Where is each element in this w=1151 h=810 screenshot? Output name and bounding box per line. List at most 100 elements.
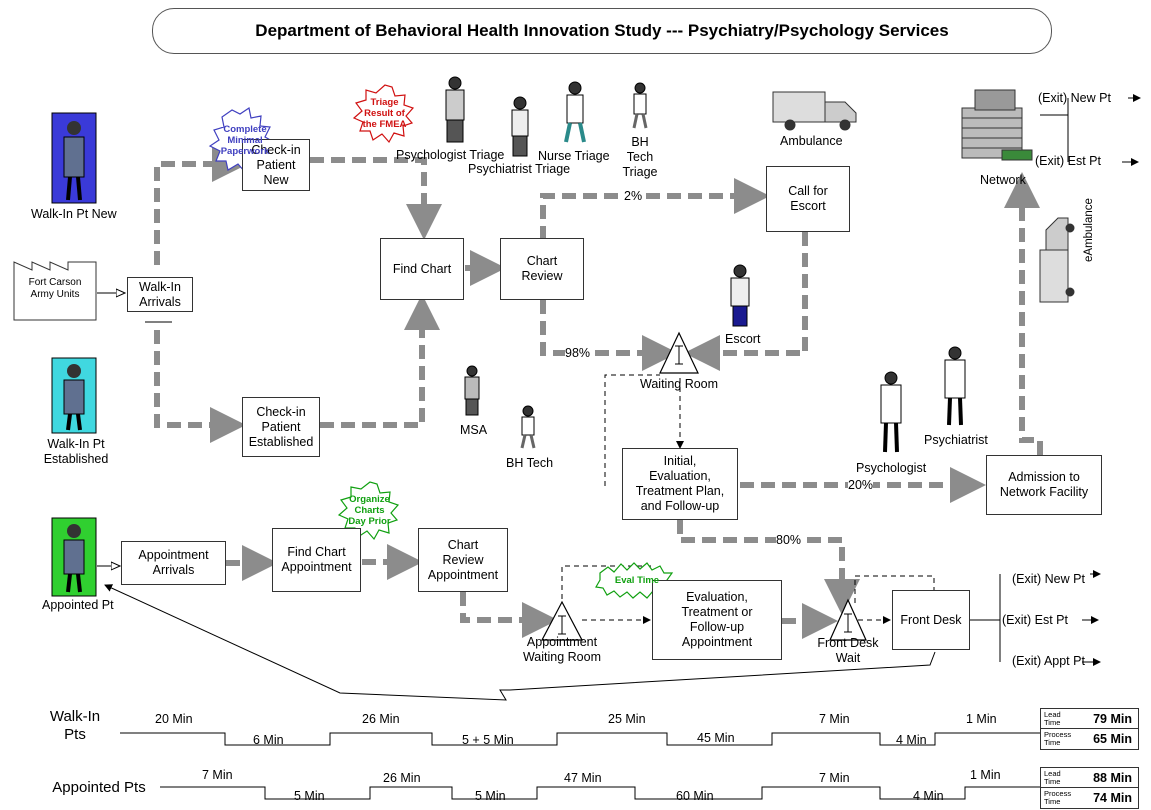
- walkin-flow-arrows: [154, 146, 1043, 615]
- appointed-timeline-label: Appointed Pts: [52, 779, 146, 796]
- admission-network-box: Admission to Network Facility: [986, 455, 1102, 515]
- walkin-process-key: Process Time: [1044, 730, 1072, 747]
- appointment-arrivals-box: Appointment Arrivals: [121, 541, 226, 585]
- inventory-i-marks: [558, 345, 852, 635]
- walkin-wait-4: 7 Min: [819, 712, 850, 726]
- pct-20-label: 20%: [848, 478, 874, 493]
- msa-label: MSA: [460, 423, 488, 437]
- appointed-wait-4: 7 Min: [819, 771, 850, 785]
- appointed-timeline-line: [160, 786, 1040, 800]
- pct-98-label: 98%: [565, 346, 591, 361]
- walkin-summary-box: Lead Time 79 Min Process Time 65 Min: [1040, 708, 1139, 750]
- walkin-process-1: 6 Min: [253, 733, 284, 747]
- initial-evaluation-box: Initial, Evaluation, Treatment Plan, and…: [622, 448, 738, 520]
- find-chart-box: Find Chart: [380, 238, 464, 300]
- appointed-lead-key: Lead Time: [1044, 769, 1061, 786]
- psychiatrist-label: Psychiatrist: [924, 433, 988, 447]
- exit-est-pt-top-label: (Exit) Est Pt: [1035, 154, 1101, 168]
- chart-review-box: Chart Review: [500, 238, 584, 300]
- appointed-pt-figure: [51, 517, 97, 597]
- walkin-process-value: 65 Min: [1093, 732, 1132, 746]
- appointed-wait-5: 1 Min: [970, 768, 1001, 782]
- walkin-lead-key: Lead Time: [1044, 710, 1061, 727]
- walkin-arrivals-box: Walk-In Arrivals: [127, 277, 193, 312]
- walkin-process-3: 45 Min: [697, 731, 735, 745]
- pct-80-label: 80%: [776, 533, 802, 548]
- psychologist-triage-head: [448, 76, 462, 90]
- staff-figures: [445, 76, 966, 453]
- burst-complete-minimal-text: Complete Minimal Paperwork: [220, 124, 270, 157]
- walkin-pt-established-label: Walk-In Pt Established: [43, 437, 109, 466]
- arrow-to-checkin-new: [154, 146, 248, 265]
- appointed-wait-3: 47 Min: [564, 771, 602, 785]
- walkin-pt-new-figure: [51, 112, 97, 204]
- appointed-summary-box: Lead Time 88 Min Process Time 74 Min: [1040, 767, 1139, 809]
- arrow-review-to-call-escort: [540, 178, 770, 240]
- escort-label: Escort: [725, 332, 761, 346]
- pct-2-label: 2%: [624, 189, 643, 204]
- checkin-established-box: Check-in Patient Established: [242, 397, 320, 457]
- walkin-lead-value: 79 Min: [1093, 712, 1132, 726]
- psychologist-label: Psychologist: [856, 461, 927, 475]
- psychiatrist-triage-label: Psychiatrist Triage: [468, 162, 571, 176]
- exit-new-pt-bottom-label: (Exit) New Pt: [1012, 572, 1085, 586]
- appointed-process-3: 60 Min: [676, 789, 714, 803]
- arrow-escort-to-waiting: [684, 232, 808, 371]
- burst-triage-fmea-text: Triage Result of the FMEA: [362, 97, 407, 130]
- arrow-new-to-findchart: [310, 157, 442, 240]
- appointed-process-value: 74 Min: [1093, 791, 1132, 805]
- front-desk-wait-label: Front Desk Wait: [817, 636, 879, 665]
- eambulance-icon: [1039, 217, 1075, 303]
- walkin-process-4: 4 Min: [896, 733, 927, 747]
- arrow-admission-to-network: [1004, 172, 1043, 455]
- walkin-pt-new-label: Walk-In Pt New: [31, 207, 117, 221]
- arrow-initial-to-frontdesk: [677, 520, 860, 615]
- arrow-est-to-findchart: [320, 294, 440, 428]
- solid-lines: [97, 94, 1141, 701]
- appointed-process-key: Process Time: [1044, 789, 1072, 806]
- appointed-wait-1: 7 Min: [202, 768, 233, 782]
- network-label: Network: [980, 173, 1026, 187]
- bh-tech-triage-label: BH Tech Triage: [622, 135, 658, 179]
- walkin-wait-5: 1 Min: [966, 712, 997, 726]
- ambulance-label: Ambulance: [780, 134, 843, 148]
- appointed-lead-value: 88 Min: [1093, 771, 1132, 785]
- appointment-waiting-room-label: Appointment Waiting Room: [522, 635, 602, 664]
- call-escort-box: Call for Escort: [766, 166, 850, 232]
- arrow-review-to-appt-waiting: [460, 592, 558, 638]
- burst-triage-fmea: [352, 84, 415, 144]
- network-building-icon: [961, 89, 1033, 161]
- bh-tech-label: BH Tech: [506, 456, 554, 470]
- ambulance-icon: [772, 91, 857, 131]
- page-title: Department of Behavioral Health Innovati…: [152, 8, 1052, 54]
- exit-est-pt-bottom-label: (Exit) Est Pt: [1002, 613, 1068, 627]
- burst-organize-charts: [337, 481, 400, 541]
- walkin-process-2: 5 + 5 Min: [462, 733, 514, 747]
- eambulance-label: eAmbulance: [1083, 198, 1095, 262]
- appointment-flow-arrows: [226, 544, 838, 639]
- arrow-review-to-waiting: [540, 300, 678, 371]
- waiting-room-label: Waiting Room: [640, 377, 719, 391]
- chart-review-appointment-box: Chart Review Appointment: [418, 528, 508, 592]
- appointed-process-1: 5 Min: [294, 789, 325, 803]
- burst-organize-charts-text: Organize Charts Day Prior: [348, 494, 391, 527]
- appointed-process-2: 5 Min: [475, 789, 506, 803]
- fort-carson-label: Fort Carson Army Units: [28, 277, 82, 300]
- walkin-pt-established-figure: [51, 357, 97, 434]
- psychologist-triage-label: Psychologist Triage: [396, 148, 505, 162]
- timeline-steps: [120, 732, 1040, 800]
- exit-new-pt-top-label: (Exit) New Pt: [1038, 91, 1111, 105]
- burst-eval-time-text: Eval Time: [614, 575, 660, 586]
- evaluation-followup-box: Evaluation, Treatment or Follow-up Appoi…: [652, 580, 782, 660]
- walkin-wait-1: 20 Min: [155, 712, 193, 726]
- psychologist-triage-body: [445, 89, 465, 121]
- front-desk-box: Front Desk: [892, 590, 970, 650]
- appointed-pt-label: Appointed Pt: [42, 598, 114, 612]
- arrow-to-checkin-established: [154, 330, 246, 443]
- appointed-process-4: 4 Min: [913, 789, 944, 803]
- checkin-new-box: Check-in Patient New: [242, 139, 310, 191]
- nurse-triage-label: Nurse Triage: [538, 149, 610, 163]
- find-chart-appointment-box: Find Chart Appointment: [272, 528, 361, 592]
- exit-appt-pt-bottom-label: (Exit) Appt Pt: [1012, 654, 1085, 668]
